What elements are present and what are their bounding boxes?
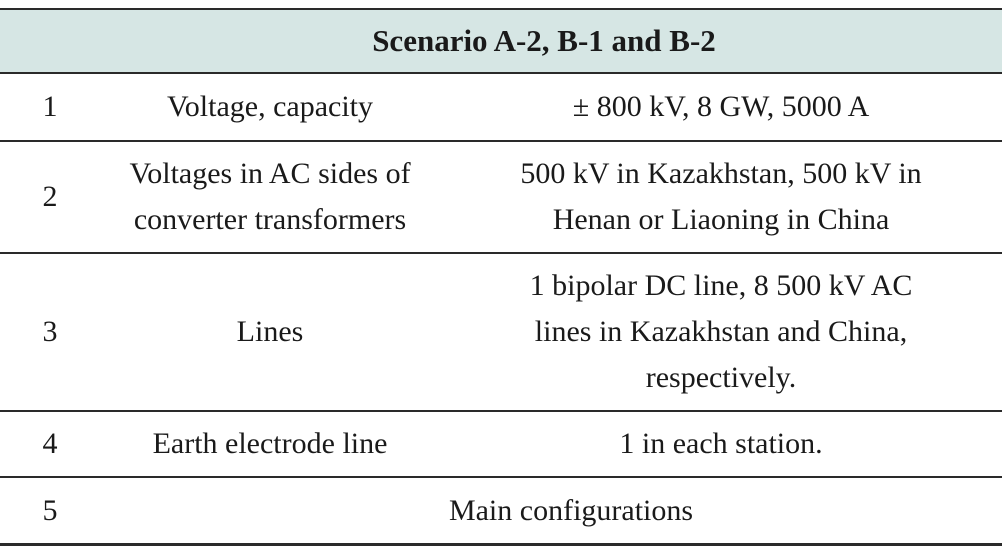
table-header: Scenario A-2, B-1 and B-2 — [0, 8, 1002, 74]
table-row: 3 Lines 1 bipolar DC line, 8 500 kV AC l… — [0, 254, 1002, 412]
value-line: 500 kV in Kazakhstan, 500 kV in — [520, 157, 922, 190]
parameter-cell: Voltage, capacity — [100, 84, 440, 130]
row-number: 1 — [42, 90, 58, 123]
merged-cell: Main configurations — [448, 493, 694, 527]
row-number: 4 — [42, 427, 58, 460]
parameter-cell: Earth electrode line — [100, 421, 440, 467]
value-line: respectively. — [645, 361, 797, 394]
table-row: 5 Main configurations — [0, 478, 1002, 546]
value-cell: 1 in each station. — [440, 421, 1002, 467]
parameter-cell: Voltages in AC sides of converter transf… — [100, 151, 440, 243]
table-title: Scenario A-2, B-1 and B-2 — [372, 23, 716, 58]
table-row: 4 Earth electrode line 1 in each station… — [0, 412, 1002, 478]
parameter-cell: Lines — [100, 309, 440, 355]
value-cell: 500 kV in Kazakhstan, 500 kV in Henan or… — [440, 151, 1002, 243]
table-row: 2 Voltages in AC sides of converter tran… — [0, 142, 1002, 254]
row-number: 2 — [42, 180, 58, 213]
row-number: 5 — [42, 493, 58, 527]
value-line: 1 bipolar DC line, 8 500 kV AC — [529, 269, 913, 302]
value-line: lines in Kazakhstan and China, — [534, 315, 908, 348]
parameter-line: Lines — [236, 315, 304, 348]
parameter-line: Earth electrode line — [152, 427, 388, 460]
value-cell: ± 800 kV, 8 GW, 5000 A — [440, 84, 1002, 130]
value-line: ± 800 kV, 8 GW, 5000 A — [572, 90, 870, 123]
table-row: 1 Voltage, capacity ± 800 kV, 8 GW, 5000… — [0, 74, 1002, 142]
value-line: Henan or Liaoning in China — [552, 203, 890, 236]
value-cell: 1 bipolar DC line, 8 500 kV AC lines in … — [440, 263, 1002, 401]
row-number: 3 — [42, 315, 58, 348]
parameter-line: Voltage, capacity — [166, 90, 374, 123]
parameter-line: Voltages in AC sides of — [129, 157, 411, 190]
value-line: 1 in each station. — [619, 427, 823, 460]
parameter-line: converter transformers — [133, 203, 407, 236]
